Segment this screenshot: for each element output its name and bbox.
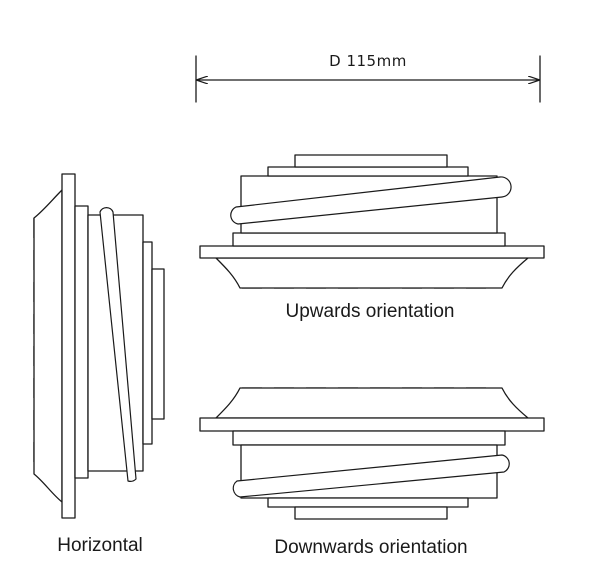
downwards-flange-plate	[199, 417, 545, 432]
upwards-orientation-label: Upwards orientation	[286, 301, 455, 322]
upwards-orientation-view: Upwards orientation	[199, 154, 545, 322]
diameter-label: D 115mm	[329, 52, 407, 70]
horizontal-shoulder	[142, 241, 153, 445]
horizontal-view: Horizontal	[33, 173, 165, 556]
upwards-top-shoulder	[267, 166, 469, 177]
horizontal-spring-coil	[99, 207, 137, 482]
horizontal-trim-flare	[33, 189, 63, 503]
downwards-bottom-shoulder	[267, 497, 469, 508]
horizontal-label: Horizontal	[57, 535, 143, 556]
downwards-orientation-view: Downwards orientation	[199, 387, 545, 558]
horizontal-flange-plate	[61, 173, 76, 519]
downwards-spring-coil	[232, 454, 510, 498]
downwards-upper-band	[232, 430, 506, 446]
diameter-dimension: D 115mm	[195, 52, 541, 103]
upwards-flange-plate	[199, 245, 545, 259]
upwards-spring-coil	[230, 176, 512, 225]
upwards-trim-flare	[215, 257, 529, 289]
upwards-lower-band	[232, 232, 506, 247]
horizontal-band	[74, 205, 89, 479]
downwards-bottom-cap	[294, 506, 448, 520]
upwards-top-cap	[294, 154, 448, 168]
horizontal-cap	[151, 268, 165, 420]
downwards-trim-flare	[215, 387, 529, 419]
downwards-orientation-label: Downwards orientation	[274, 537, 467, 558]
